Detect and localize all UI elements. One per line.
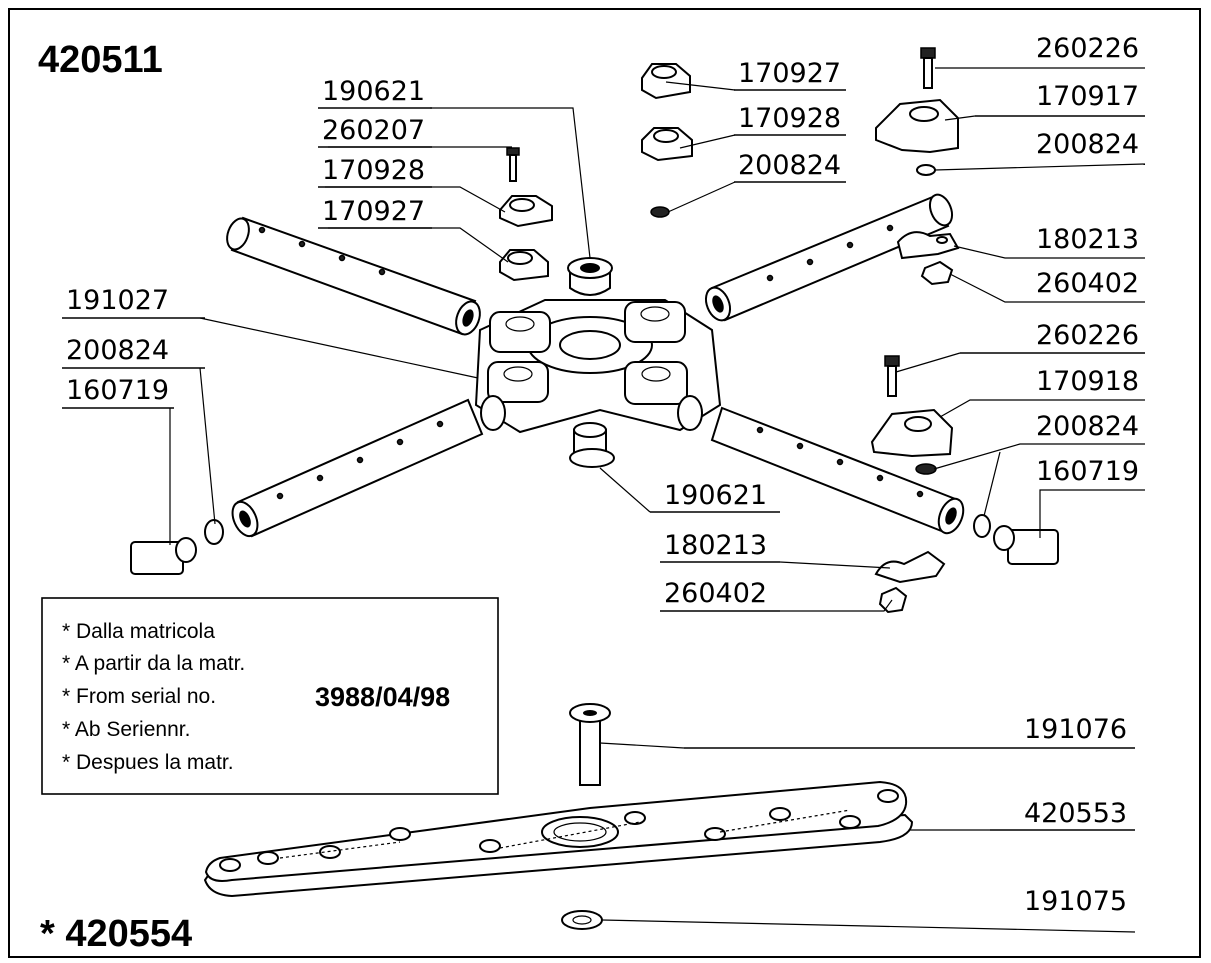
nut-260402-right — [920, 260, 954, 286]
note-line-1: * Dalla matricola — [62, 620, 215, 643]
central-hub — [474, 299, 722, 434]
clamp-170918 — [870, 408, 954, 458]
nut-260402-bottom — [878, 586, 908, 614]
pin-191076 — [569, 703, 611, 786]
label-180213-right: 180213 — [1036, 224, 1139, 255]
label-170927-top: 170927 — [738, 58, 841, 89]
spray-arm-lower-right — [710, 406, 965, 535]
label-190621-top: 190621 — [322, 76, 425, 107]
label-260402-right: 260402 — [1036, 268, 1139, 299]
washer-200824-right — [916, 164, 936, 176]
clip-180213-bottom — [874, 550, 946, 584]
label-170927-left: 170927 — [322, 196, 425, 227]
note-line-4: * Ab Seriennr. — [62, 718, 190, 741]
spray-arm-upper-right — [704, 193, 954, 322]
note-line-5: * Despues la matr. — [62, 751, 234, 774]
label-260226-mid: 260226 — [1036, 320, 1139, 351]
label-170928-left: 170928 — [322, 155, 425, 186]
serial-note-box: * Dalla matricola * A partir da la matr.… — [41, 597, 499, 795]
clamp-170928-top — [641, 127, 693, 162]
bushing-190621-top — [567, 257, 613, 296]
label-191027: 191027 — [66, 285, 169, 316]
label-260226-top: 260226 — [1036, 33, 1139, 64]
label-420553: 420553 — [1024, 798, 1127, 829]
label-160719-left: 160719 — [66, 375, 169, 406]
label-170928-top: 170928 — [738, 103, 841, 134]
label-160719-right: 160719 — [1036, 456, 1139, 487]
label-180213-bottom: 180213 — [664, 530, 767, 561]
washer-200824-right2 — [915, 463, 937, 475]
screw-260226-mid — [884, 355, 900, 397]
washer-200824-left — [204, 519, 224, 545]
label-170918: 170918 — [1036, 366, 1139, 397]
note-line-2: * A partir da la matr. — [62, 652, 245, 675]
part-labels: 190621 260207 170928 170927 191027 20082… — [62, 33, 1145, 917]
serial-number: 3988/04/98 — [315, 682, 450, 712]
bushing-190621-bottom — [569, 422, 615, 468]
spray-arm-upper-left — [226, 216, 481, 336]
nozzle-160719-right — [993, 525, 1059, 565]
leader-lines — [169, 67, 1146, 933]
washer-200824-top — [650, 206, 670, 218]
label-170917: 170917 — [1036, 81, 1139, 112]
clamp-170917 — [875, 98, 959, 154]
note-line-3: * From serial no. — [62, 685, 216, 708]
spray-arm-lower-left — [231, 398, 484, 538]
spray-arm-420553 — [203, 780, 914, 898]
clamp-170927-top — [641, 63, 691, 100]
diagram-border — [8, 8, 1201, 958]
screw-260226-top — [920, 47, 936, 89]
washer-200824-right3 — [973, 514, 991, 538]
label-260207: 260207 — [322, 115, 425, 146]
label-200824-right2: 200824 — [1036, 411, 1139, 442]
label-200824-left: 200824 — [66, 335, 169, 366]
screw-260207 — [506, 147, 520, 182]
alt-assembly-number: * 420554 — [40, 913, 192, 955]
label-260402-bottom: 260402 — [664, 578, 767, 609]
clamp-170927-left — [499, 249, 549, 282]
clip-180213-right — [896, 231, 960, 260]
label-191076: 191076 — [1024, 714, 1127, 745]
label-200824-right: 200824 — [1036, 129, 1139, 160]
ring-191075 — [561, 910, 603, 930]
nozzle-160719-left — [130, 537, 197, 575]
label-191075: 191075 — [1024, 886, 1127, 917]
label-200824-top: 200824 — [738, 150, 841, 181]
assembly-number: 420511 — [38, 39, 163, 81]
label-190621-bottom: 190621 — [664, 480, 767, 511]
clamp-170928-left — [499, 195, 553, 228]
